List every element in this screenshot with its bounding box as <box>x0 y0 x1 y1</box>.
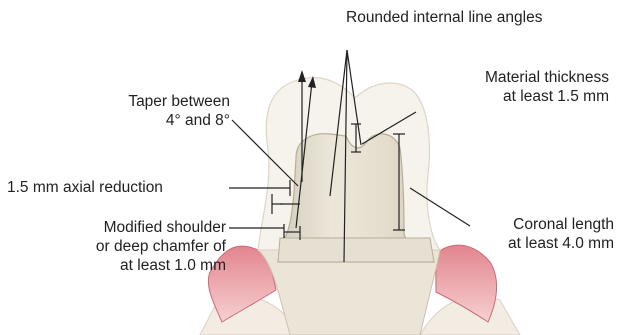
taper-arrowhead-left <box>298 70 306 82</box>
label-rounded-internal-line-angles: Rounded internal line angles <box>346 8 542 27</box>
label-line: Coronal length <box>440 215 614 234</box>
label-material-thickness: Material thickness at least 1.5 mm <box>395 68 609 106</box>
label-line: or deep chamfer of <box>20 237 226 256</box>
label-modified-shoulder: Modified shoulder or deep chamfer of at … <box>20 218 226 275</box>
shoulder-band <box>278 238 434 262</box>
label-line: at least 1.0 mm <box>20 256 226 275</box>
label-coronal-length: Coronal length at least 4.0 mm <box>440 215 614 253</box>
label-axial-reduction: 1.5 mm axial reduction <box>7 178 163 197</box>
label-line: Taper between <box>40 92 230 111</box>
label-line: 4° and 8° <box>40 111 230 130</box>
label-line: Modified shoulder <box>20 218 226 237</box>
label-taper: Taper between 4° and 8° <box>40 92 230 130</box>
label-line: at least 1.5 mm <box>395 87 609 106</box>
label-line: at least 4.0 mm <box>440 234 614 253</box>
label-line: Material thickness <box>395 68 609 87</box>
